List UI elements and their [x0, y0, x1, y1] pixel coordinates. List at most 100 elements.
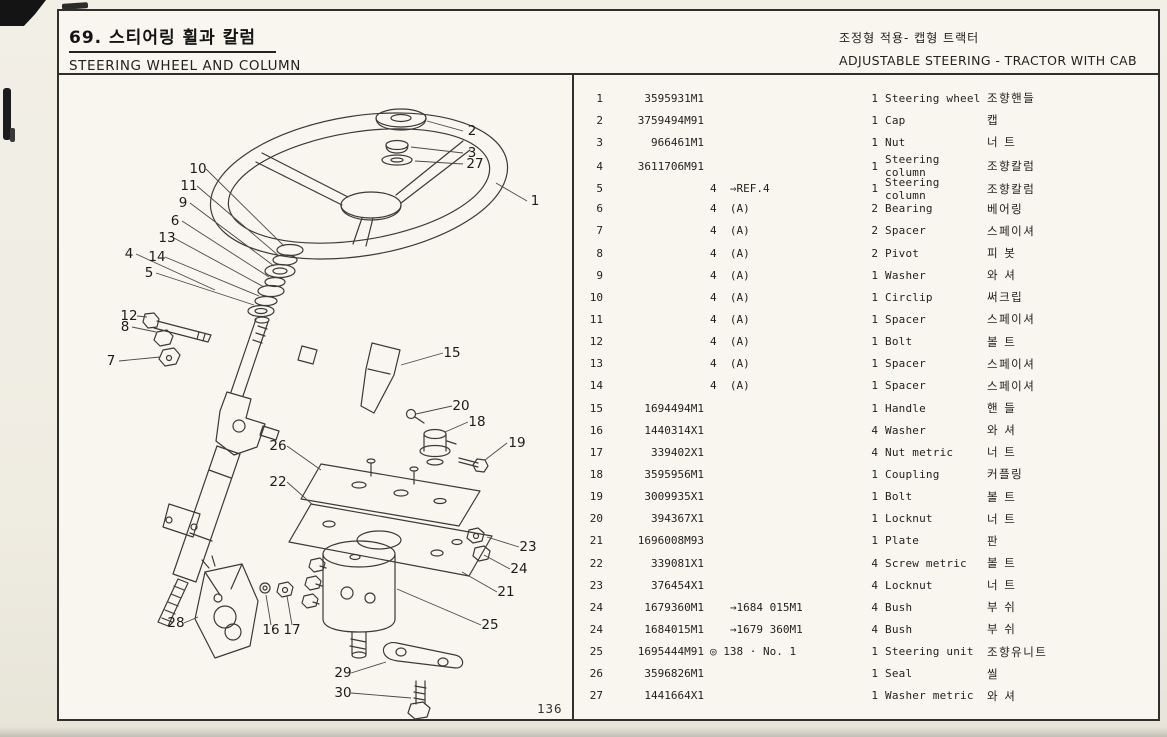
table-row: 4 3611706M91 1 Steering column 조향칼럼: [574, 153, 1160, 179]
table-row: 20 394367X1 1 Locknut 너 트: [574, 508, 1160, 530]
part-note: →1684 015M1: [710, 600, 803, 614]
part-description-ko: 커플링: [987, 467, 1024, 482]
part-description-ko: 와 셔: [987, 268, 1017, 283]
part-number: 339081X1: [651, 556, 704, 570]
part-number: 966461M1: [651, 135, 704, 149]
part-quantity: 4: [871, 423, 878, 437]
part-quantity: 1: [871, 645, 878, 659]
part-description: Cap: [885, 113, 906, 127]
ref-number: 13: [589, 357, 603, 371]
part-quantity: 1: [871, 467, 878, 481]
part-note: 4 (A): [710, 246, 750, 260]
diagram-svg: 1232710119613414512871520181926222324212…: [107, 108, 539, 720]
table-row: 12 4 (A) 1 Bolt 볼 트: [574, 331, 1160, 353]
part-description: Washer: [885, 423, 926, 437]
section-number: 69.: [69, 28, 103, 48]
table-row: 10 4 (A) 1 Circlip 써크립: [574, 286, 1160, 308]
part-number: 3009935X1: [644, 490, 704, 504]
ref-number: 14: [589, 379, 603, 393]
part-description-ko: 볼 트: [987, 489, 1017, 504]
callout-label-12: 12: [120, 308, 137, 324]
ref-number: 15: [589, 401, 603, 415]
part-description: Washer metric: [885, 689, 974, 703]
part-description: Nut metric: [885, 445, 954, 459]
part-description: Circlip: [885, 290, 933, 304]
table-row: 1 3595931M1 1 Steering wheel 조향핸들: [574, 87, 1160, 109]
parts-table-body: 1 3595931M1 1 Steering wheel 조향핸들 2 3759…: [574, 87, 1160, 707]
part-quantity: 2: [871, 246, 878, 260]
part-quantity: 1: [871, 135, 878, 149]
title-korean-text: 스티어링 휠과 칼럼: [109, 28, 257, 48]
variant-note-english: ADJUSTABLE STEERING - TRACTOR WITH CAB: [839, 53, 1137, 68]
parts-bag-drawing: [194, 555, 259, 659]
part-description: Bush: [885, 622, 913, 636]
ref-number: 26: [589, 667, 603, 681]
callout-label-29: 29: [334, 665, 351, 681]
callout-label-3: 3: [468, 145, 477, 161]
part-quantity: 2: [871, 202, 878, 216]
table-row: 27 1441664X1 1 Washer metric 와 셔: [574, 685, 1160, 707]
part-note: 4 ⇒REF.4: [710, 182, 770, 196]
part-quantity: 1: [871, 268, 878, 282]
table-row: 6 4 (A) 2 Bearing 베어링: [574, 198, 1160, 220]
table-row: 11 4 (A) 1 Spacer 스페이셔: [574, 308, 1160, 330]
part-number: 376454X1: [651, 578, 704, 592]
callout-label-19: 19: [508, 435, 525, 451]
callout-label-26: 26: [269, 438, 286, 454]
page-title-english: STEERING WHEEL AND COLUMN: [69, 58, 302, 74]
table-row: 19 3009935X1 1 Bolt 볼 트: [574, 486, 1160, 508]
part-description-ko: 조향칼럼: [987, 181, 1036, 196]
part-description: Spacer: [885, 379, 926, 393]
part-number: 3595956M1: [644, 467, 704, 481]
part-description: Pivot: [885, 246, 920, 260]
table-row: 5 4 ⇒REF.4 1 Steering column 조향칼럼: [574, 176, 1160, 202]
part-quantity: 1: [871, 312, 878, 326]
part-description: Steering wheel: [885, 91, 981, 105]
part-quantity: 1: [871, 401, 878, 415]
table-row: 22 339081X1 4 Screw metric 볼 트: [574, 552, 1160, 574]
part-quantity: 1: [871, 159, 878, 173]
table-row: 17 339402X1 4 Nut metric 너 트: [574, 441, 1160, 463]
part-description: Steering unit: [885, 645, 974, 659]
part-description: Coupling: [885, 467, 940, 481]
section-title-block: 69. 스티어링 휠과 칼럼 STEERING WHEEL AND COLUMN: [69, 23, 301, 74]
part-description: Spacer: [885, 312, 926, 326]
steering-shaft-drawing: [157, 316, 318, 627]
part-description: Bolt: [885, 335, 913, 349]
ref-number: 16: [589, 423, 603, 437]
part-description-ko: 스페이셔: [987, 312, 1036, 327]
leader-lines: [118, 120, 528, 699]
part-description-ko: 볼 트: [987, 556, 1017, 571]
callout-label-7: 7: [107, 353, 116, 369]
part-description: Spacer: [885, 357, 926, 371]
ref-number: 12: [589, 335, 603, 349]
part-quantity: 1: [871, 667, 878, 681]
part-quantity: 2: [871, 224, 878, 238]
table-row: 23 376454X1 4 Locknut 너 트: [574, 574, 1160, 596]
part-description: Handle: [885, 401, 926, 415]
part-description-ko: 너 트: [987, 135, 1017, 150]
table-row: 9 4 (A) 1 Washer 와 셔: [574, 264, 1160, 286]
part-quantity: 4: [871, 578, 878, 592]
part-description-ko: 너 트: [987, 511, 1017, 526]
part-note: 4 (A): [710, 268, 750, 282]
part-description-ko: 캡: [987, 113, 1000, 128]
part-number: 1441664X1: [644, 689, 704, 703]
part-description-ko: 부 쉬: [987, 600, 1017, 615]
header-divider-line: [59, 73, 1158, 75]
callout-label-13: 13: [158, 230, 175, 246]
part-description-ko: 볼 트: [987, 334, 1017, 349]
part-quantity: 1: [871, 290, 878, 304]
table-row: 14 4 (A) 1 Spacer 스페이셔: [574, 375, 1160, 397]
ref-number: 22: [589, 556, 603, 570]
ref-number: 25: [589, 645, 603, 659]
ref-number: 17: [589, 445, 603, 459]
ref-number: 6: [596, 202, 603, 216]
scan-artifact-left-2: [10, 128, 15, 142]
callout-label-27: 27: [466, 156, 483, 172]
table-row: 7 4 (A) 2 Spacer 스페이셔: [574, 220, 1160, 242]
ref-number: 5: [596, 182, 603, 196]
part-description-ko: 너 트: [987, 578, 1017, 593]
part-description-ko: 핸 들: [987, 401, 1017, 416]
